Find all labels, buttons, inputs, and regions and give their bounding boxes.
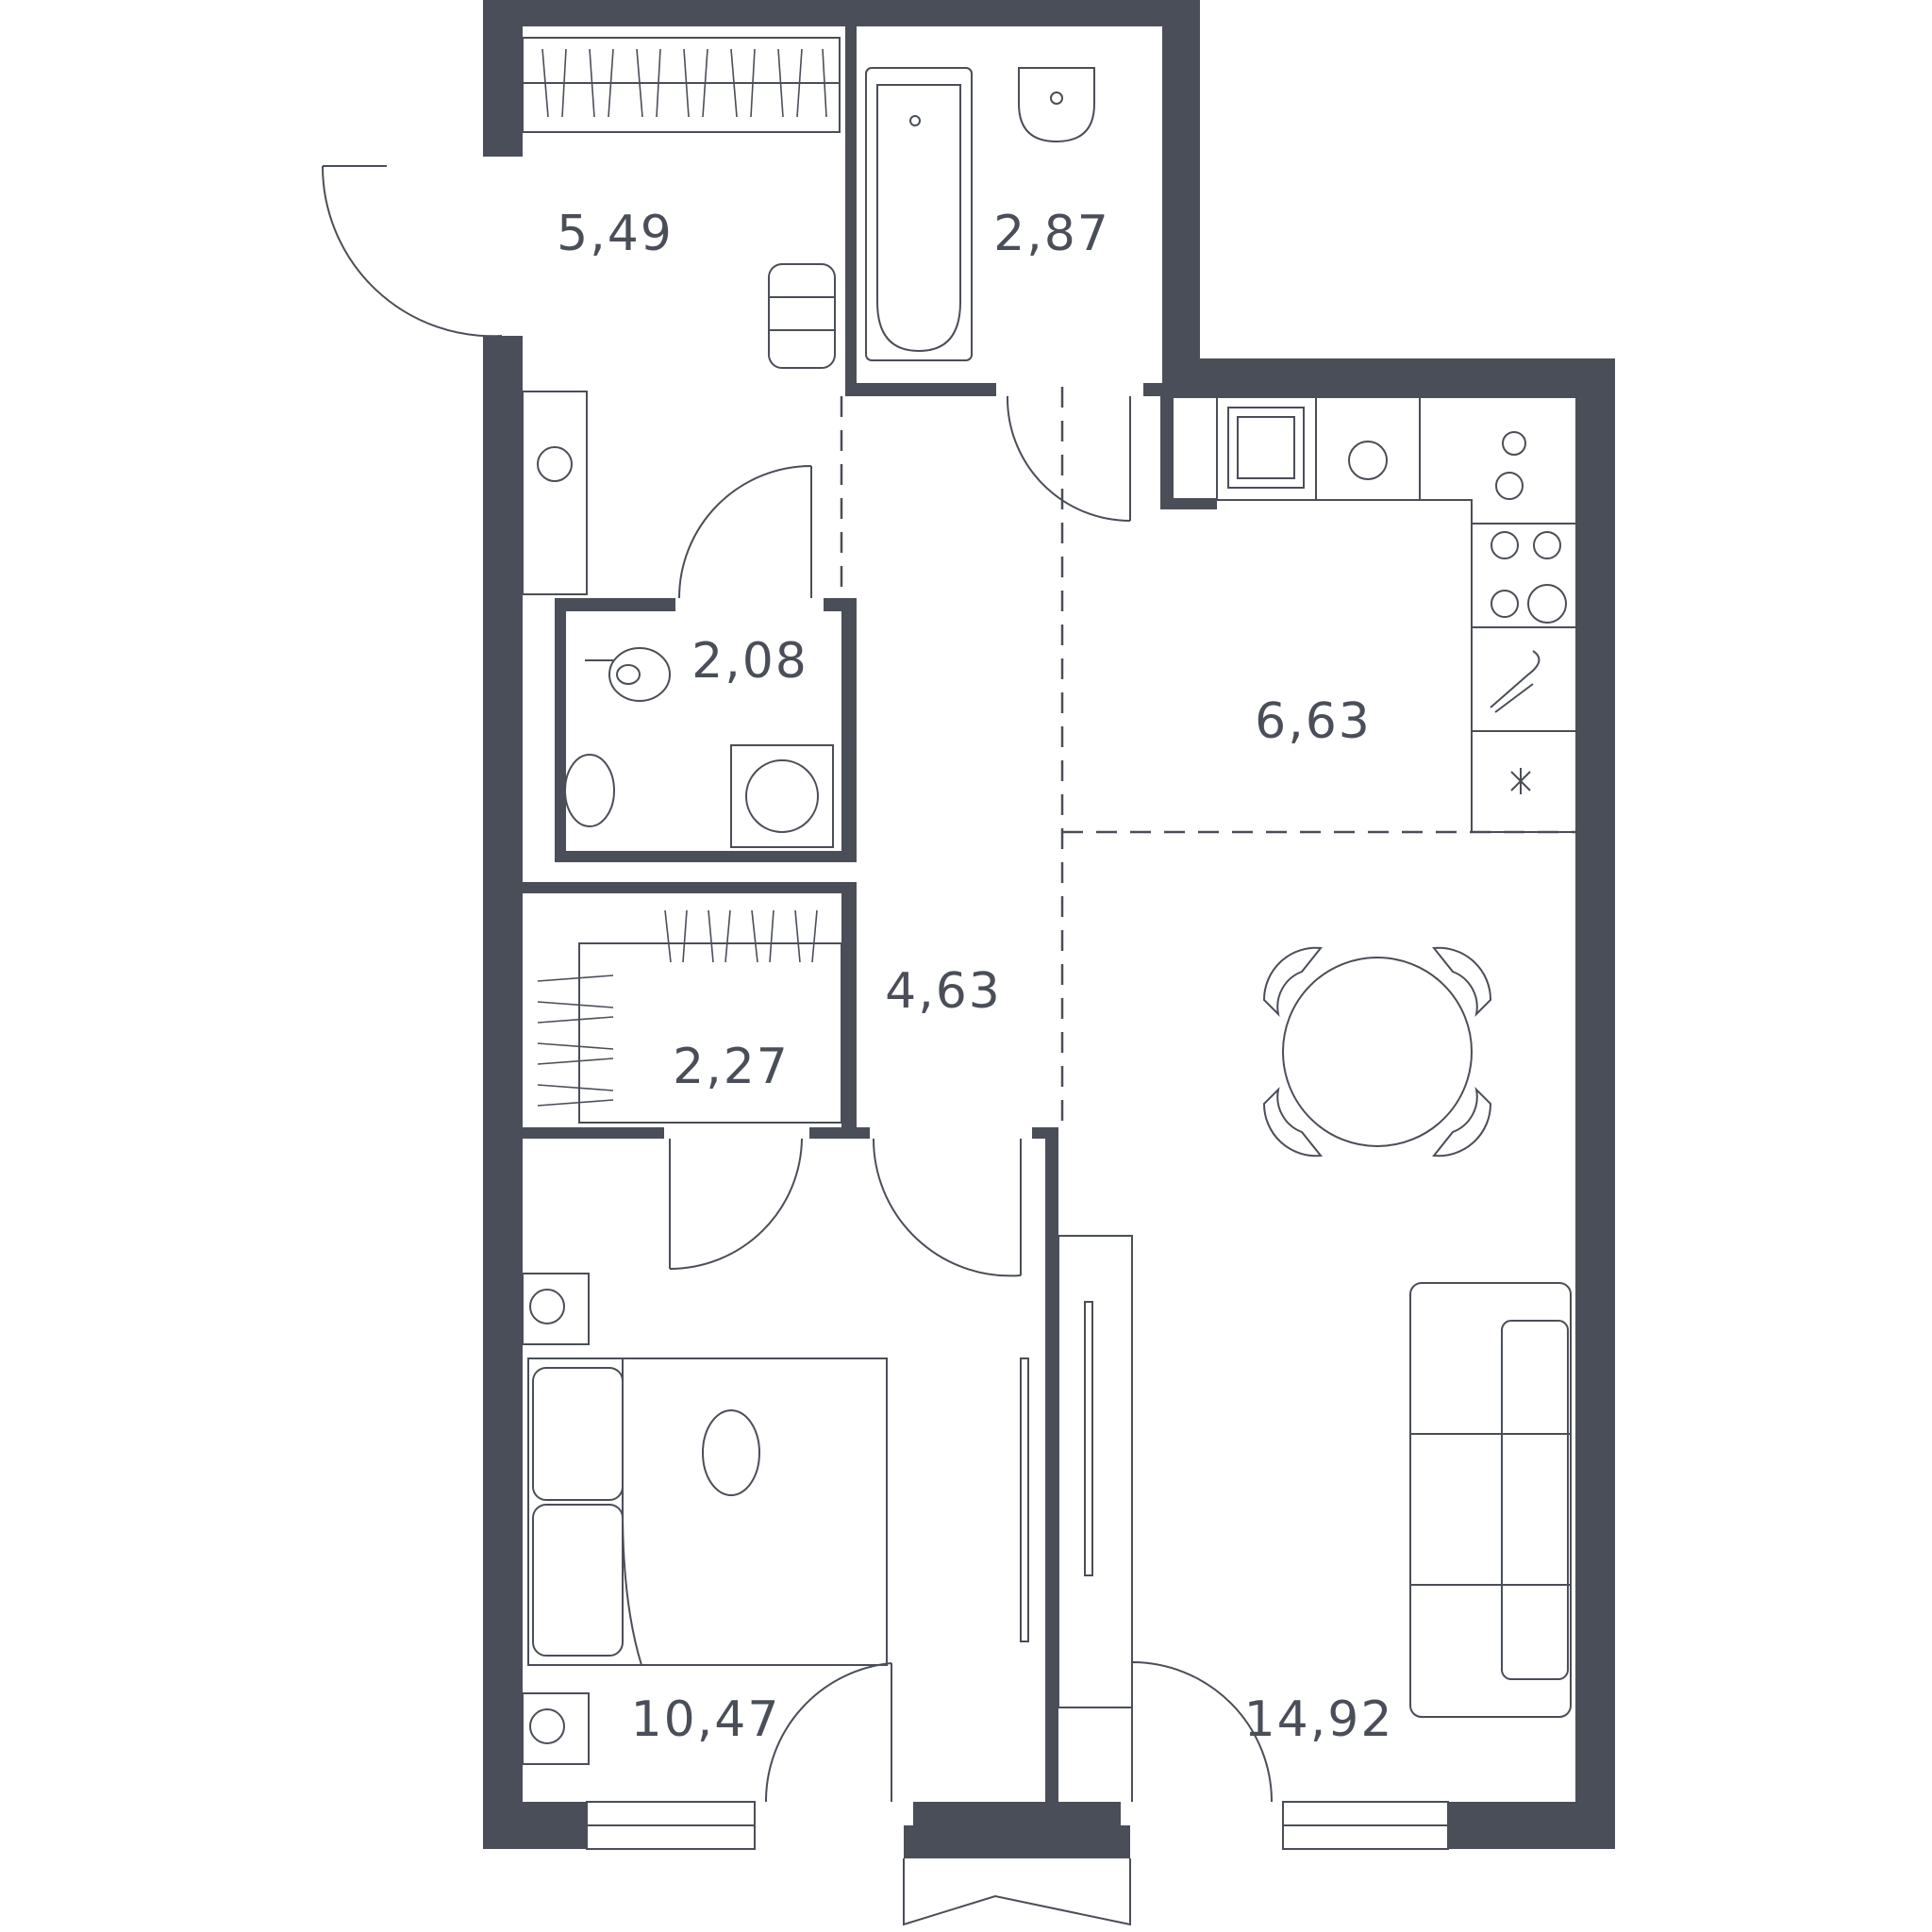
dishwasher-icon [1348, 441, 1388, 480]
wardrobe-hangers-icon [537, 909, 818, 1107]
fixtures [321, 37, 1575, 1926]
area-label-corridor: 4,63 [885, 963, 1002, 1020]
bed-icon [527, 1357, 888, 1666]
toilet-icon [608, 647, 671, 702]
living-balcony-door-icon [1131, 1661, 1273, 1803]
area-label-living: 14,92 [1244, 1691, 1394, 1748]
living-tv-stand-icon [1058, 1235, 1133, 1708]
nightstand-top-icon [522, 1273, 590, 1345]
area-label-hall: 5,49 [557, 206, 674, 262]
area-label-bathroom: 2,87 [993, 206, 1110, 262]
bathroom-sink-icon [1018, 67, 1095, 143]
kitchen-counter-icon [1216, 398, 1575, 833]
wc-sink-icon [564, 754, 615, 827]
area-label-bedroom: 10,47 [631, 1691, 781, 1748]
washing-machine-icon [730, 744, 834, 848]
pan-icon [1502, 431, 1526, 456]
flowers-icon [1490, 650, 1541, 713]
bedroom-door-icon [872, 1138, 1022, 1277]
area-label-wc: 2,08 [691, 633, 808, 690]
bedroom-tv-icon [1020, 1357, 1029, 1642]
cat-icon [702, 1409, 760, 1496]
area-labels: 5,49 2,87 2,08 6,63 4,63 2,27 10,47 14,9… [557, 206, 1394, 1748]
balcony-outline-icon [903, 1858, 1131, 1926]
dining-chairs-icon [1262, 946, 1492, 1158]
hanger-rail-icon [541, 48, 827, 118]
sofa-icon [1409, 1282, 1572, 1718]
area-label-kitchen: 6,63 [1255, 693, 1372, 750]
entrance-door-icon [321, 165, 503, 338]
ottoman-icon [768, 263, 836, 369]
bathroom-door-icon [1006, 395, 1131, 522]
bedroom-balcony-door-icon [764, 1662, 892, 1803]
nightstand-bottom-icon [522, 1692, 590, 1765]
stove-icon [1491, 531, 1567, 624]
kitchen-sink-icon [1227, 407, 1305, 489]
plant-icon [537, 446, 573, 482]
wc-door-icon [678, 465, 812, 599]
dining-table-icon [1282, 957, 1473, 1147]
fridge-icon [1510, 768, 1531, 794]
area-label-wardrobe: 2,27 [673, 1039, 790, 1095]
walls [483, 0, 1615, 1858]
bathtub-icon [865, 67, 973, 361]
wardrobe-door-icon [669, 1138, 803, 1270]
zone-boundaries [840, 387, 1575, 1127]
